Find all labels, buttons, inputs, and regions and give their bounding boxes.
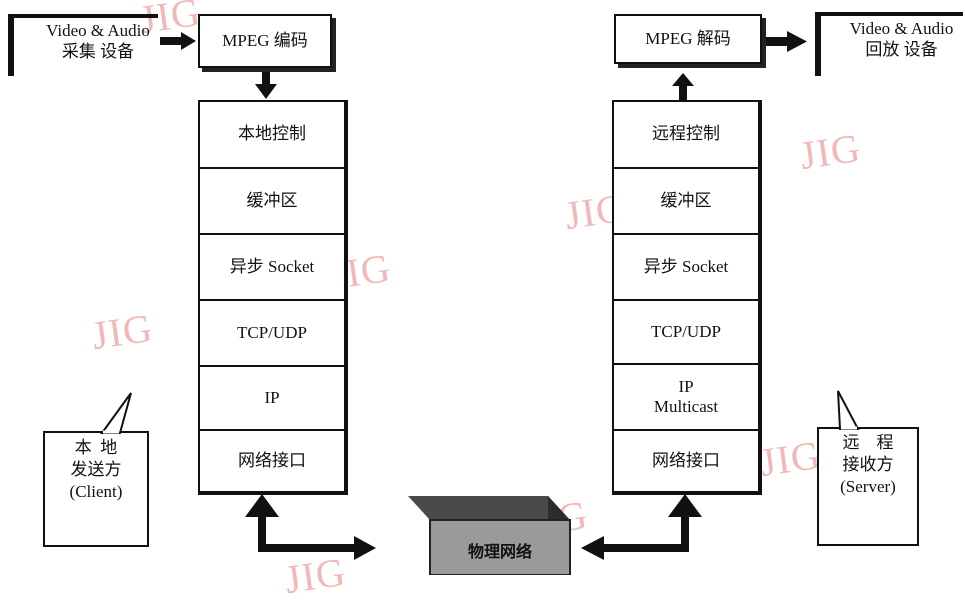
client-layer-buffer: 缓冲区	[200, 169, 344, 235]
capture-device-label: Video & Audio 采集 设备	[36, 20, 160, 63]
server-layer-network-interface: 网络接口	[652, 450, 720, 470]
server-layer-remote-control: 远程控制	[614, 102, 758, 169]
mpeg-decoder-box: MPEG 解码	[614, 14, 762, 64]
client-layer-tcp-udp: TCP/UDP	[200, 301, 344, 367]
server-layer-tcp-udp: TCP/UDP	[614, 301, 758, 365]
capture-device-bracket	[8, 14, 158, 76]
connector-arrows	[43, 31, 919, 575]
playback-device-bracket	[815, 12, 963, 76]
capture-device-line-1: Video & Audio	[46, 21, 150, 40]
server-layer-ip-multicast: IP Multicast	[614, 365, 758, 431]
mpeg-encoder-box: MPEG 编码	[198, 14, 332, 68]
server-receiver-callout: 远 程 接收方 (Server)	[840, 433, 896, 497]
playback-device-line-2: 回放 设备	[865, 40, 938, 60]
client-layer-network-interface: 网络接口	[238, 450, 306, 470]
client-protocol-stack: 本地控制 缓冲区 异步 Socket TCP/UDP IP 网络接口	[198, 100, 348, 495]
client-layer-local-control: 本地控制	[200, 102, 344, 169]
server-layer-async-socket: 异步 Socket	[614, 235, 758, 301]
client-layer-async-socket: 异步 Socket	[200, 235, 344, 301]
server-protocol-stack: 远程控制 缓冲区 异步 Socket TCP/UDP IP Multicast …	[612, 100, 762, 495]
playback-device-line-1: Video & Audio	[849, 19, 954, 38]
client-layer-ip: IP	[200, 367, 344, 431]
capture-device-line-2: 采集 设备	[61, 42, 135, 62]
client-sender-callout: 本 地 发送方 (Client)	[69, 438, 123, 502]
server-layer-buffer: 缓冲区	[614, 169, 758, 235]
playback-device-label: Video & Audio 回放 设备	[838, 18, 965, 61]
physical-network-label: 物理网络	[467, 542, 532, 561]
